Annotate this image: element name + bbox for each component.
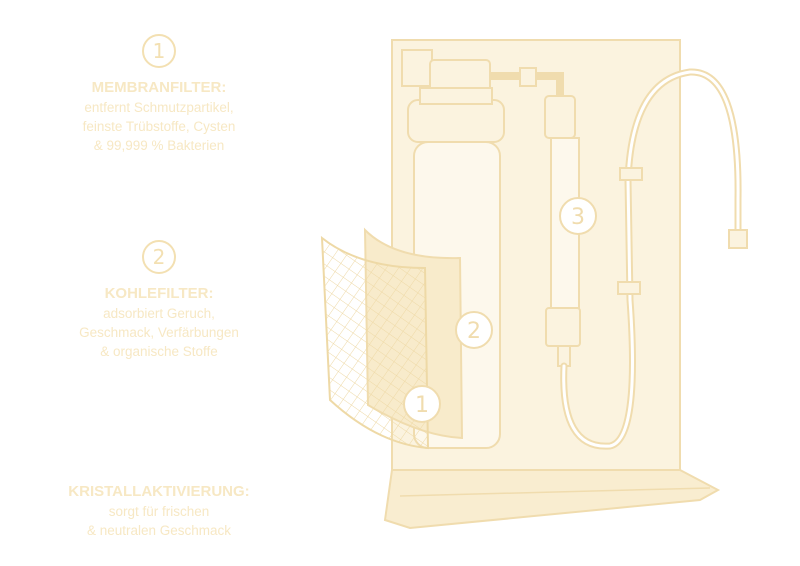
membranfilter-desc-line-2: feinste Trübstoffe, Cysten: [82, 119, 236, 134]
number-circle-2: 2: [142, 240, 176, 274]
kohlefilter-desc-line-1: adsorbiert Geruch,: [103, 306, 215, 321]
membranfilter-label: 1 MEMBRANFILTER: entfernt Schmutzpartike…: [40, 34, 278, 155]
kohlefilter-label: 2 KOHLEFILTER: adsorbiert Geruch, Geschm…: [40, 240, 278, 361]
stand-base-edge: [399, 487, 711, 497]
filter-cap-neck: [419, 87, 493, 105]
hose-clip-upper: [619, 167, 643, 181]
cartridge-bottom: [545, 307, 581, 347]
hose-end-fitting: [728, 229, 748, 249]
connector-pipe: [490, 72, 564, 96]
membranfilter-desc-line-3: & 99,999 % Bakterien: [93, 138, 225, 153]
kristallaktivierung-label: KRISTALLAKTIVIERUNG: sorgt für frischen …: [40, 482, 278, 540]
water-filter-illustration: 3 2 1: [320, 39, 748, 530]
membranfilter-desc-line-1: entfernt Schmutzpartikel,: [84, 100, 234, 115]
connector-nut: [519, 67, 537, 87]
stand-base: [383, 469, 721, 530]
cartridge-cap: [544, 95, 576, 139]
top-valve: [401, 49, 433, 87]
kohlefilter-desc-line-3: & organische Stoffe: [100, 344, 218, 359]
membrane-filter-mesh: [320, 235, 430, 450]
membranfilter-title: MEMBRANFILTER:: [91, 79, 227, 96]
marker-3: 3: [559, 197, 597, 235]
kristallaktivierung-desc-line-1: sorgt für frischen: [108, 504, 210, 519]
marker-1-label: 1: [415, 393, 429, 418]
marker-3-label: 3: [571, 205, 585, 230]
kohlefilter-title: KOHLEFILTER:: [104, 285, 214, 302]
filter-cap: [407, 99, 505, 143]
kristallaktivierung-desc-line-2: & neutralen Geschmack: [86, 523, 232, 538]
hose-clip-lower: [617, 281, 641, 295]
kristallaktivierung-title: KRISTALLAKTIVIERUNG:: [68, 483, 250, 500]
number-circle-1: 1: [142, 34, 176, 68]
marker-2: 2: [455, 311, 493, 349]
kohlefilter-desc-line-2: Geschmack, Verfärbungen: [79, 325, 239, 340]
marker-1: 1: [403, 385, 441, 423]
marker-2-label: 2: [467, 319, 481, 344]
